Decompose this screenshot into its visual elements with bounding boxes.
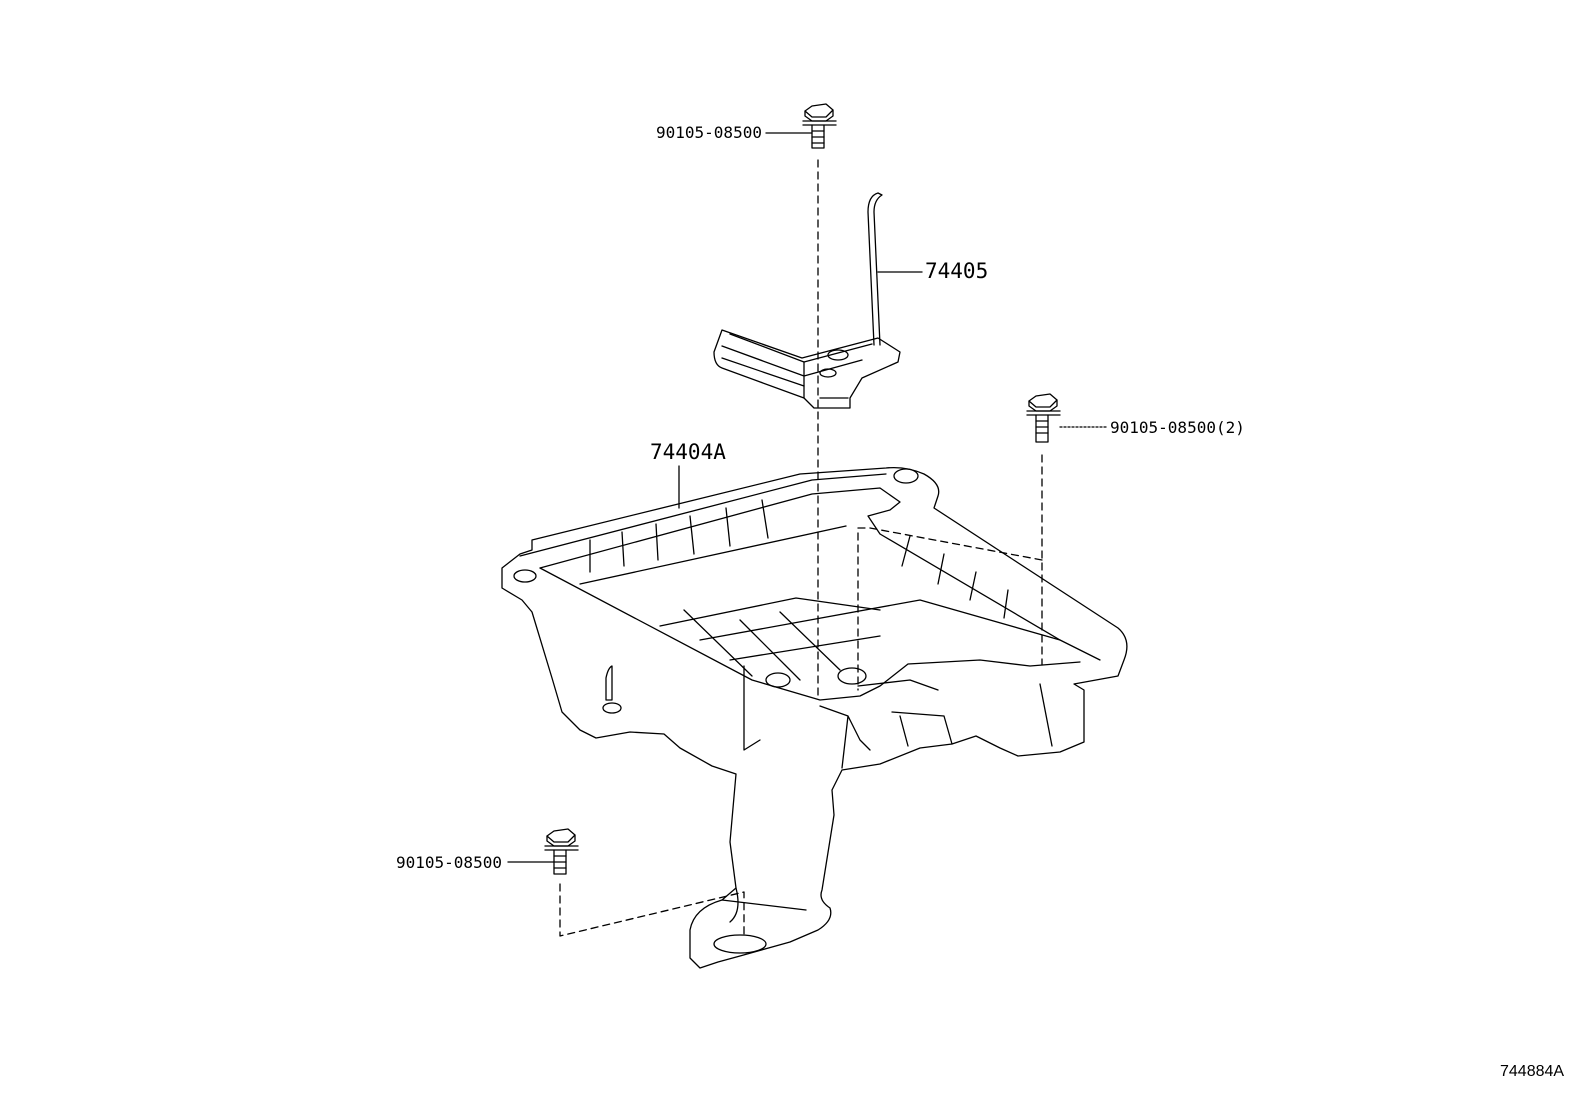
- bracket-74405: [713, 192, 923, 409]
- label-tray: 74404A: [650, 440, 726, 464]
- bolt-top-icon: [802, 103, 837, 149]
- label-bolt-left: 90105-08500: [396, 853, 502, 872]
- bolt-left-icon: [544, 828, 579, 875]
- battery-tray-74404A: [501, 465, 1128, 969]
- illustration-id: 744884A: [1500, 1063, 1565, 1080]
- label-bracket: 74405: [925, 259, 989, 283]
- dash-bolt-right: [857, 454, 1043, 691]
- label-bolt-right: 90105-08500(2): [1110, 418, 1245, 437]
- label-bolt-top: 90105-08500: [656, 123, 762, 142]
- bolt-right-icon: [1026, 393, 1061, 443]
- dash-bolt-left: [559, 883, 745, 937]
